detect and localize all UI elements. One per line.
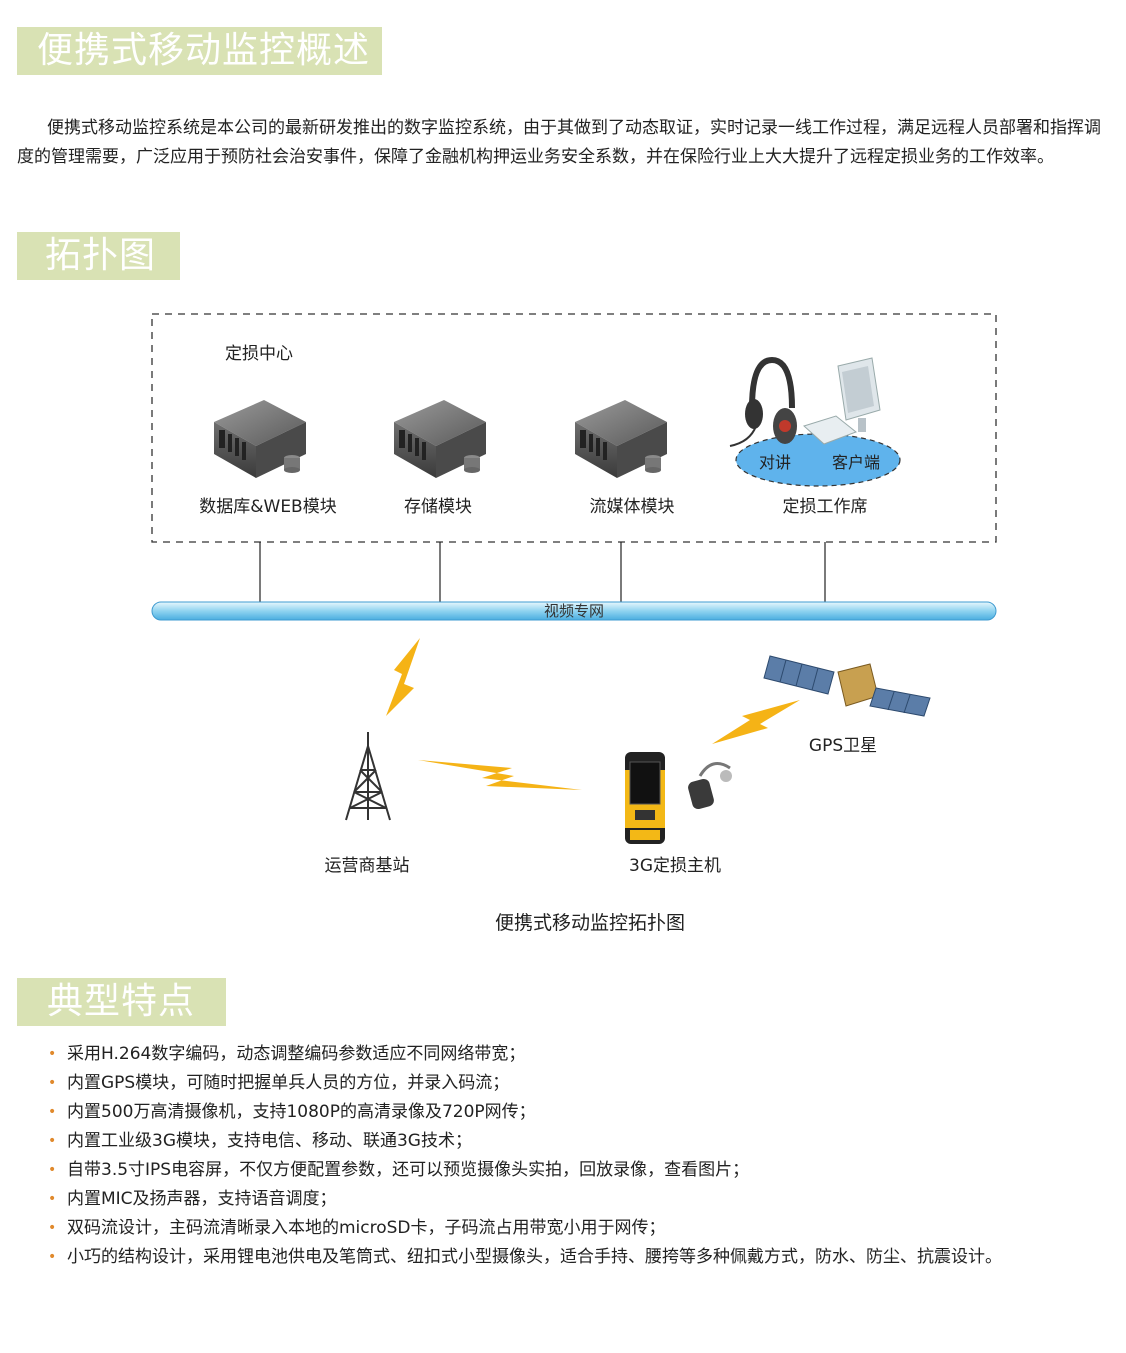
feature-text: 内置工业级3G模块，支持电信、移动、联通3G技术； — [67, 1131, 472, 1151]
base-station-label: 运营商基站 — [325, 856, 410, 876]
feature-item: • 采用H.264数字编码，动态调整编码参数适应不同网络带宽； — [48, 1040, 1002, 1069]
satellite-icon — [763, 655, 931, 717]
media-label: 流媒体模块 — [590, 497, 675, 517]
feature-item: • 小巧的结构设计，采用锂电池供电及笔筒式、纽扣式小型摄像头，适合手持、腰挎等多种… — [48, 1243, 1002, 1272]
topology-section-title: 拓扑图 — [17, 232, 180, 280]
features-list: • 采用H.264数字编码，动态调整编码参数适应不同网络带宽； • 内置GPS模块，可… — [48, 1040, 1002, 1272]
media-server-icon — [575, 400, 667, 478]
overview-paragraph: 便携式移动监控系统是本公司的最新研发推出的数字监控系统，由于其做到了动态取证，实… — [17, 118, 1101, 167]
center-boundary — [151, 313, 997, 543]
earpiece-icon — [688, 762, 732, 810]
lightning-icon — [418, 760, 582, 790]
overview-section-title: 便携式移动监控概述 — [17, 27, 382, 75]
tower-icon — [345, 732, 391, 821]
lightning-icon — [712, 700, 800, 744]
diagram-caption: 便携式移动监控拓扑图 — [495, 912, 685, 934]
bullet-icon: • — [48, 1133, 57, 1149]
bullet-icon: • — [48, 1075, 57, 1091]
feature-item: • 双码流设计，主码流清晰录入本地的microSD卡，子码流占用带宽小用于网传； — [48, 1214, 1002, 1243]
workstation-group: 对讲 客户端 — [729, 356, 901, 487]
feature-text: 双码流设计，主码流清晰录入本地的microSD卡，子码流占用带宽小用于网传； — [67, 1218, 666, 1238]
feature-item: • 内置工业级3G模块，支持电信、移动、联通3G技术； — [48, 1127, 1002, 1156]
storage-server-icon — [394, 400, 486, 478]
client-label: 客户端 — [832, 453, 880, 472]
feature-text: 采用H.264数字编码，动态调整编码参数适应不同网络带宽； — [67, 1044, 526, 1064]
device-icon — [625, 752, 665, 844]
gps-label: GPS卫星 — [809, 736, 877, 756]
network-label: 视频专网 — [544, 602, 604, 620]
feature-text: 内置MIC及扬声器，支持语音调度； — [67, 1189, 337, 1209]
feature-item: • 自带3.5寸IPS电容屏，不仅方便配置参数，还可以预览摄像头实拍，回放录像，查… — [48, 1156, 1002, 1185]
bullet-icon: • — [48, 1191, 57, 1207]
database-server-icon — [214, 400, 306, 478]
feature-text: 自带3.5寸IPS电容屏，不仅方便配置参数，还可以预览摄像头实拍，回放录像，查看… — [67, 1160, 750, 1180]
center-label: 定损中心 — [225, 344, 293, 364]
bullet-icon: • — [48, 1249, 57, 1265]
bullet-icon: • — [48, 1220, 57, 1236]
host-label: 3G定损主机 — [629, 856, 721, 876]
database-label: 数据库&WEB模块 — [199, 497, 336, 517]
lightning-icon — [386, 638, 420, 716]
bullet-icon: • — [48, 1104, 57, 1120]
feature-text: 内置500万高清摄像机，支持1080P的高清录像及720P网传； — [67, 1102, 536, 1122]
bullet-icon: • — [48, 1162, 57, 1178]
feature-item: • 内置MIC及扬声器，支持语音调度； — [48, 1185, 1002, 1214]
feature-item: • 内置500万高清摄像机，支持1080P的高清录像及720P网传； — [48, 1098, 1002, 1127]
workstation-label: 定损工作席 — [783, 497, 868, 517]
headset-icon — [729, 356, 797, 447]
feature-text: 内置GPS模块，可随时把握单兵人员的方位，并录入码流； — [67, 1073, 510, 1093]
talk-label: 对讲 — [759, 453, 791, 472]
feature-text: 小巧的结构设计，采用锂电池供电及笔筒式、纽扣式小型摄像头，适合手持、腰挎等多种佩… — [67, 1247, 1002, 1267]
video-network-bar — [151, 601, 997, 621]
computer-icon — [803, 357, 881, 445]
storage-label: 存储模块 — [404, 497, 472, 517]
bullet-icon: • — [48, 1046, 57, 1062]
features-section-title: 典型特点 — [17, 978, 226, 1026]
topology-diagram: 定损中心 数据库&WEB模块 存储模块 流媒体模块 对讲 客户端 定损工作席 视… — [151, 313, 997, 934]
feature-item: • 内置GPS模块，可随时把握单兵人员的方位，并录入码流； — [48, 1069, 1002, 1098]
